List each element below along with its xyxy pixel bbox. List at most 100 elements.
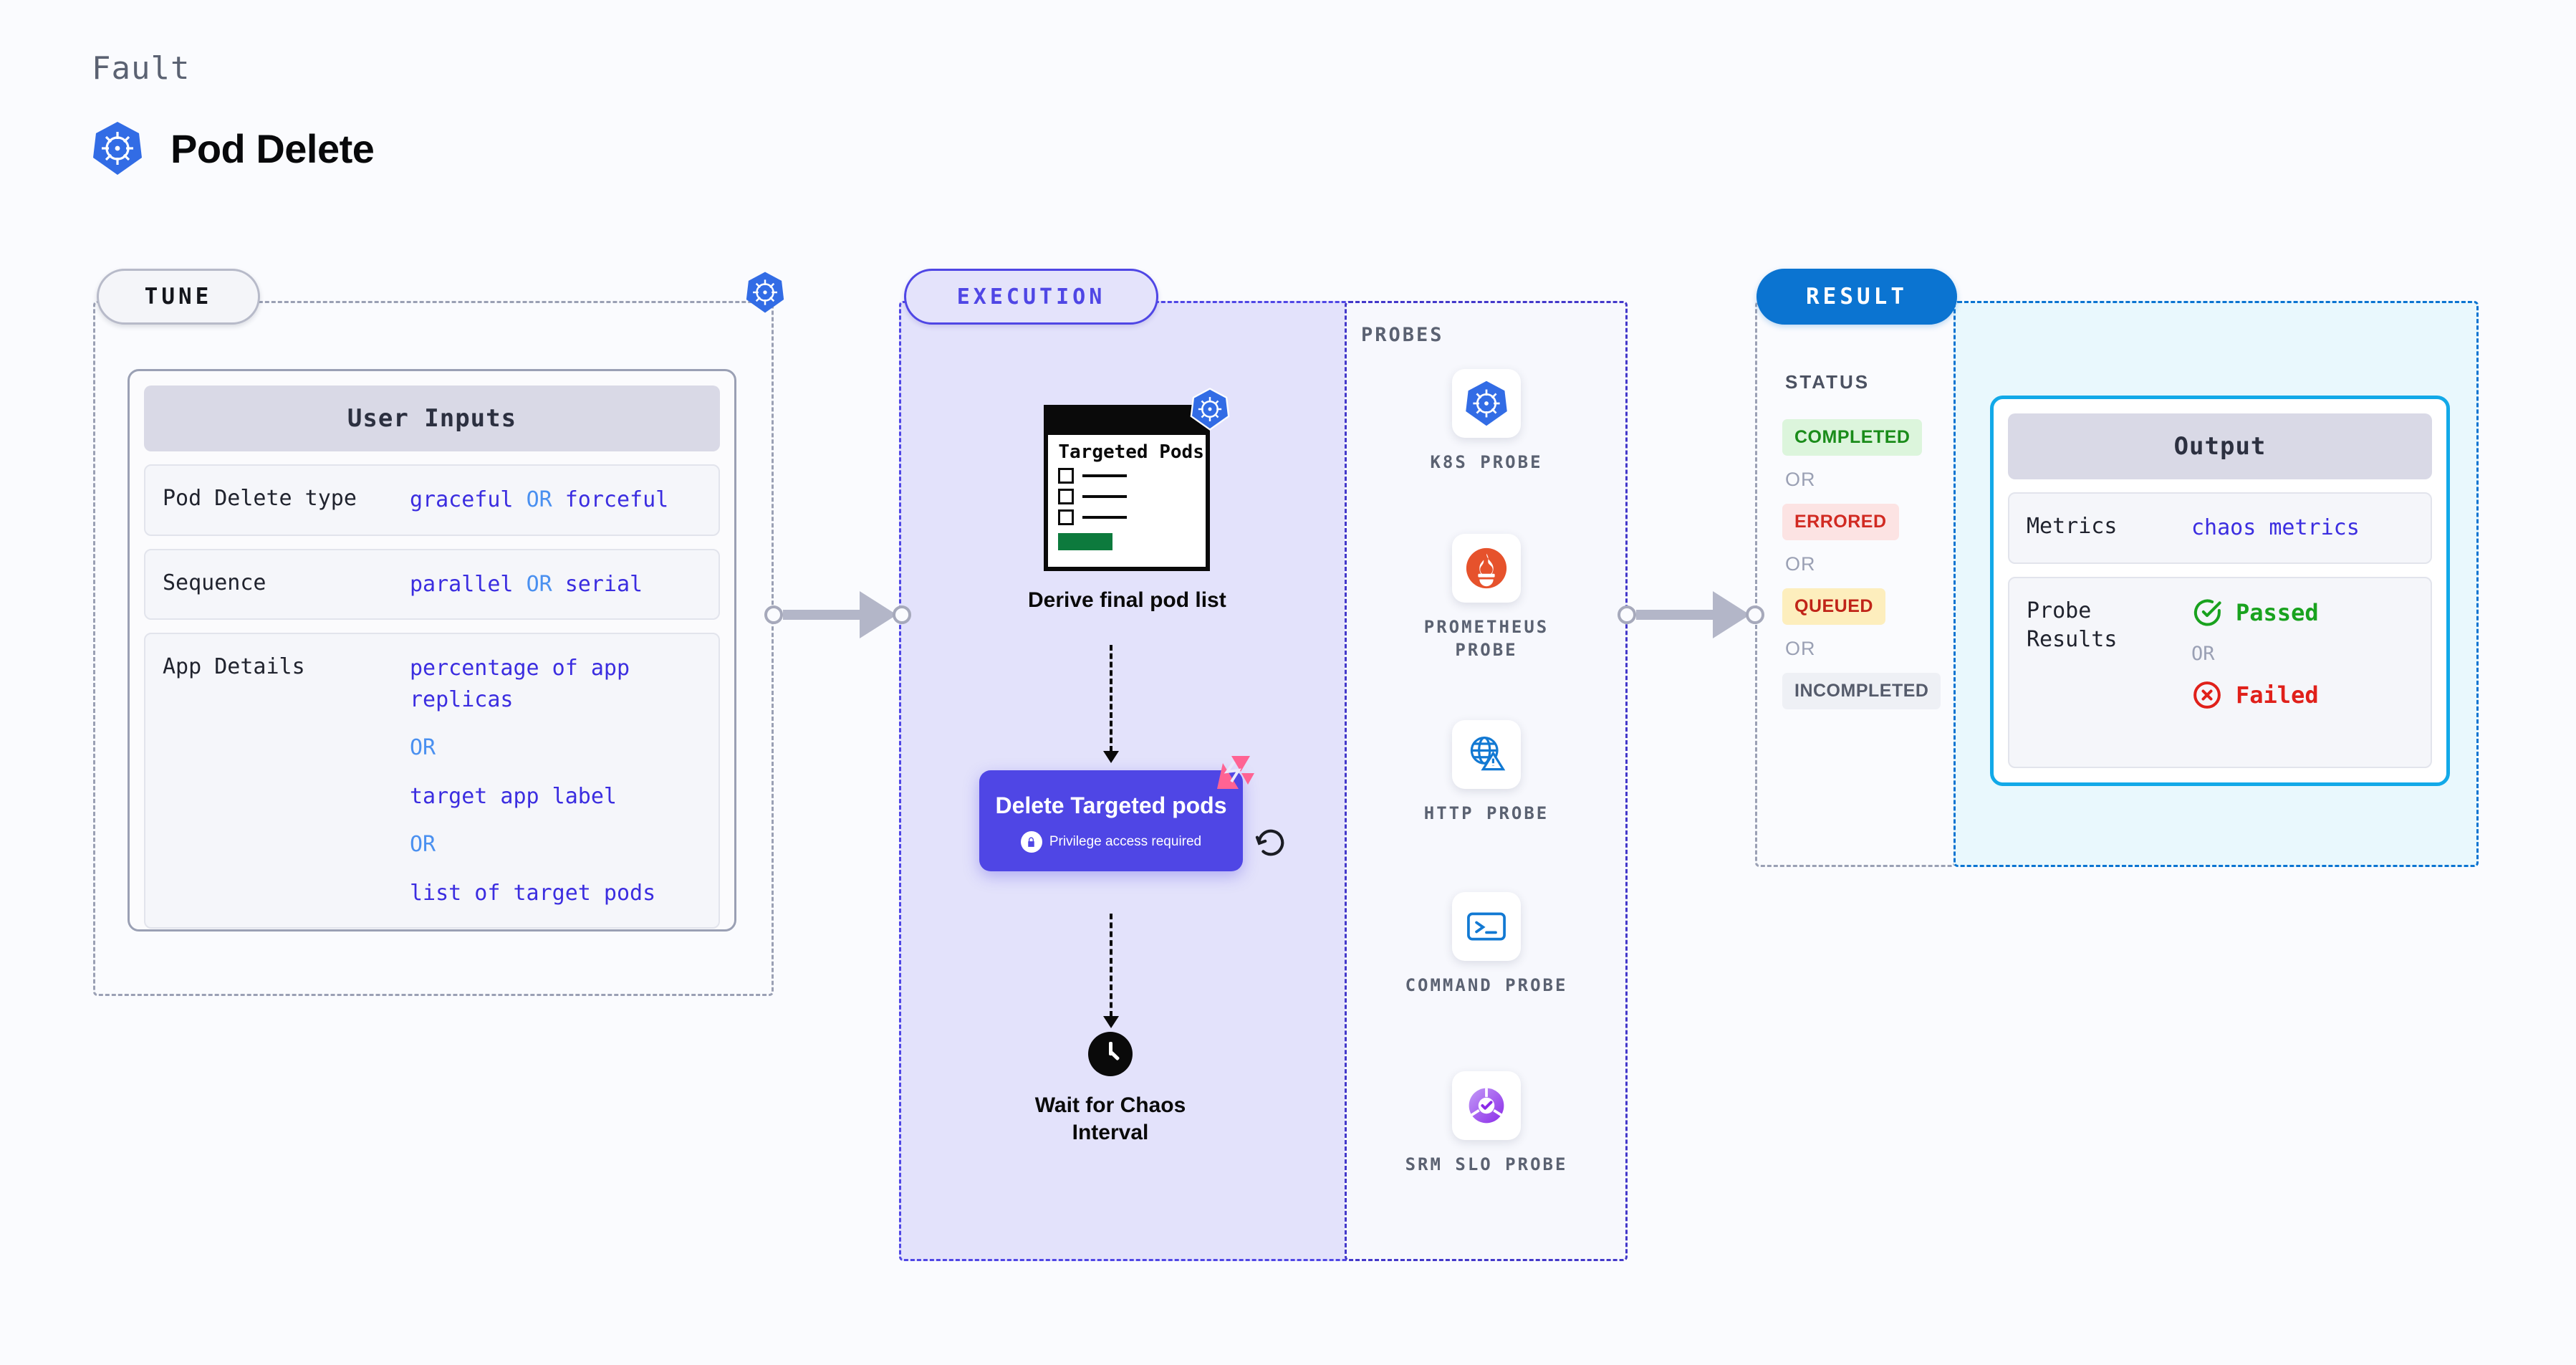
row-label: App Details bbox=[163, 654, 305, 679]
table-row[interactable]: Probe Results Passed OR Failed bbox=[2008, 576, 2432, 768]
status-badge: QUEUED bbox=[1782, 588, 1885, 625]
kubernetes-logo-icon bbox=[1452, 369, 1521, 438]
probe-result-failed: Failed bbox=[2191, 679, 2319, 711]
or-separator: OR bbox=[526, 571, 552, 597]
line-placeholder bbox=[1082, 494, 1128, 498]
connector-line bbox=[783, 610, 860, 620]
or-separator: OR bbox=[410, 832, 436, 857]
row-value: graceful OR forceful bbox=[410, 484, 668, 516]
value-text: list of target pods bbox=[410, 880, 656, 906]
probes-title: PROBES bbox=[1361, 324, 1444, 346]
output-card: Output Metrics chaos metrics Probe Resul… bbox=[1990, 396, 2450, 786]
clock-icon bbox=[1088, 1032, 1133, 1076]
status-badge: ERRORED bbox=[1782, 504, 1899, 540]
node-title: Delete Targeted pods bbox=[995, 792, 1227, 818]
node-caption: Wait for Chaos Interval bbox=[1034, 1093, 1186, 1145]
row-label: Metrics bbox=[2027, 514, 2118, 539]
probe-label: PROMETHEUS PROBE bbox=[1423, 617, 1549, 661]
page-title-text: Pod Delete bbox=[170, 125, 375, 171]
kubernetes-logo-icon bbox=[745, 271, 785, 317]
value-text: percentage of app replicas bbox=[410, 656, 630, 712]
node-wait-for-chaos-interval[interactable]: Wait for Chaos Interval bbox=[1024, 1032, 1196, 1147]
table-row[interactable]: Pod Delete type graceful OR forceful bbox=[144, 464, 720, 536]
status-badge: COMPLETED bbox=[1782, 419, 1923, 456]
list-item bbox=[1048, 467, 1206, 489]
probe-srm-slo[interactable]: SRM SLO PROBE bbox=[1404, 1071, 1569, 1176]
litmuschaos-logo-icon bbox=[1210, 753, 1256, 801]
failed-label: Failed bbox=[2236, 681, 2319, 709]
probe-http[interactable]: HTTP PROBE bbox=[1404, 720, 1569, 825]
line-placeholder bbox=[1082, 474, 1128, 477]
table-row[interactable]: Metrics chaos metrics bbox=[2008, 492, 2432, 564]
or-separator: OR bbox=[1785, 638, 1816, 659]
connector-dot bbox=[1618, 605, 1636, 624]
or-separator: OR bbox=[1785, 553, 1816, 575]
status-list: COMPLETED OR ERRORED OR QUEUED OR INCOMP… bbox=[1782, 419, 1941, 709]
probe-label: COMMAND PROBE bbox=[1405, 975, 1568, 995]
row-value: chaos metrics bbox=[2191, 515, 2360, 540]
or-separator: OR bbox=[1785, 469, 1816, 490]
value-text: target app label bbox=[410, 783, 617, 809]
probe-command[interactable]: COMMAND PROBE bbox=[1404, 892, 1569, 997]
terminal-icon bbox=[1452, 892, 1521, 961]
or-separator: OR bbox=[410, 735, 436, 760]
probe-label: SRM SLO PROBE bbox=[1405, 1154, 1568, 1174]
user-inputs-header: User Inputs bbox=[144, 385, 720, 451]
row-value: percentage of app replicas OR target app… bbox=[410, 653, 701, 909]
fault-label: Fault bbox=[92, 50, 191, 87]
arrow-head bbox=[1103, 1016, 1119, 1028]
probe-label: K8S PROBE bbox=[1430, 452, 1543, 472]
value-text: graceful bbox=[410, 487, 514, 512]
row-value: parallel OR serial bbox=[410, 569, 643, 600]
loop-rotate-icon[interactable] bbox=[1252, 824, 1289, 865]
connector-tune-to-execution bbox=[764, 591, 911, 638]
node-subtitle-text: Privilege access required bbox=[1049, 834, 1202, 850]
status-title: STATUS bbox=[1785, 371, 1870, 393]
value-text: serial bbox=[564, 571, 643, 597]
result-pill[interactable]: RESULT bbox=[1756, 269, 1957, 325]
output-header: Output bbox=[2008, 413, 2432, 479]
list-item bbox=[1048, 488, 1206, 509]
user-inputs-card: User Inputs Pod Delete type graceful OR … bbox=[128, 369, 736, 931]
flow-arrow-2 bbox=[1103, 914, 1119, 1028]
probe-prometheus[interactable]: PROMETHEUS PROBE bbox=[1404, 534, 1569, 662]
lock-icon bbox=[1020, 831, 1042, 853]
check-circle-icon bbox=[2193, 599, 2221, 626]
connector-execution-to-result bbox=[1618, 591, 1764, 638]
node-caption: Derive final pod list bbox=[1028, 588, 1226, 612]
node-subtitle: Privilege access required bbox=[1020, 831, 1202, 853]
status-badge: INCOMPLETED bbox=[1782, 673, 1941, 709]
kubernetes-logo-icon bbox=[92, 120, 143, 176]
probe-k8s[interactable]: K8S PROBE bbox=[1404, 369, 1569, 474]
targeted-pods-document-icon: Targeted Pods bbox=[1044, 388, 1230, 571]
connector-arrowhead bbox=[860, 591, 897, 638]
or-separator: OR bbox=[2191, 642, 2215, 665]
srm-slo-donut-icon bbox=[1452, 1071, 1521, 1140]
probe-label: HTTP PROBE bbox=[1423, 803, 1549, 823]
table-row[interactable]: Sequence parallel OR serial bbox=[144, 548, 720, 620]
document-title: Targeted Pods bbox=[1058, 441, 1204, 463]
connector-arrowhead bbox=[1713, 591, 1750, 638]
node-derive-final-pod-list[interactable]: Targeted Pods Derive bbox=[1028, 388, 1230, 614]
or-separator: OR bbox=[526, 487, 552, 512]
node-delete-targeted-pods[interactable]: Delete Targeted pods Privilege access re… bbox=[979, 756, 1254, 872]
flow-arrow-1 bbox=[1103, 645, 1119, 763]
arrow-line bbox=[1110, 645, 1112, 752]
row-label: Probe Results bbox=[2027, 598, 2118, 653]
checkbox-icon bbox=[1058, 467, 1075, 484]
execution-pill[interactable]: EXECUTION bbox=[904, 269, 1158, 325]
value-text: parallel bbox=[410, 571, 514, 597]
connector-dot bbox=[1746, 605, 1764, 624]
checkbox-icon bbox=[1058, 509, 1075, 525]
arrow-head bbox=[1103, 751, 1119, 763]
table-row[interactable]: App Details percentage of app replicas O… bbox=[144, 633, 720, 929]
passed-label: Passed bbox=[2236, 598, 2319, 626]
connector-line bbox=[1636, 610, 1713, 620]
tune-pill[interactable]: TUNE bbox=[97, 269, 260, 325]
probe-result-passed: Passed bbox=[2191, 597, 2319, 628]
arrow-line bbox=[1110, 914, 1112, 1017]
value-text: forceful bbox=[564, 487, 669, 512]
checkbox-icon bbox=[1058, 488, 1075, 504]
globe-warning-icon bbox=[1452, 720, 1521, 789]
